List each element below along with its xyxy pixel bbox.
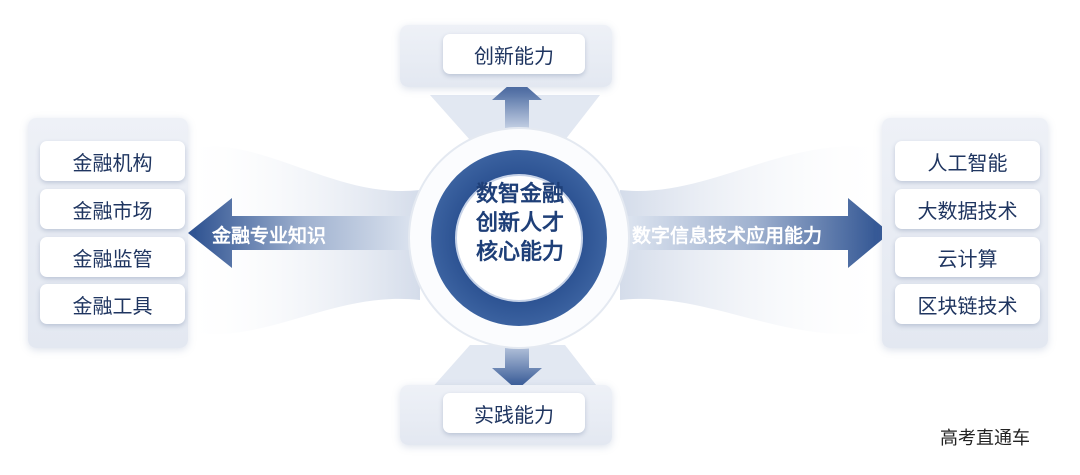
right-arrow (620, 198, 890, 268)
right-item: 云计算 (895, 237, 1040, 277)
left-arrow-label: 金融专业知识 (212, 225, 327, 247)
left-item: 金融市场 (40, 189, 185, 229)
left-item: 金融工具 (40, 284, 185, 324)
left-item: 金融机构 (40, 141, 185, 181)
left-item: 金融监管 (40, 237, 185, 277)
top-box: 创新能力 (443, 34, 585, 74)
center-inner-circle (455, 174, 583, 302)
center-line: 核心能力 (475, 240, 564, 265)
center-line: 创新人才 (475, 211, 564, 236)
down-arrow (492, 340, 542, 390)
right-arrow-label: 数字信息技术应用能力 (632, 225, 823, 247)
left-arrow (188, 198, 420, 268)
bottom-box: 实践能力 (443, 393, 585, 433)
watermark: 高考直通车 (940, 428, 1030, 449)
right-item: 区块链技术 (895, 284, 1040, 324)
center-line: 数智金融 (475, 182, 564, 207)
up-arrow (492, 78, 542, 130)
right-item: 人工智能 (895, 141, 1040, 181)
right-item: 大数据技术 (895, 189, 1040, 229)
center-title: 数智金融 创新人才 核心能力 (455, 180, 585, 267)
